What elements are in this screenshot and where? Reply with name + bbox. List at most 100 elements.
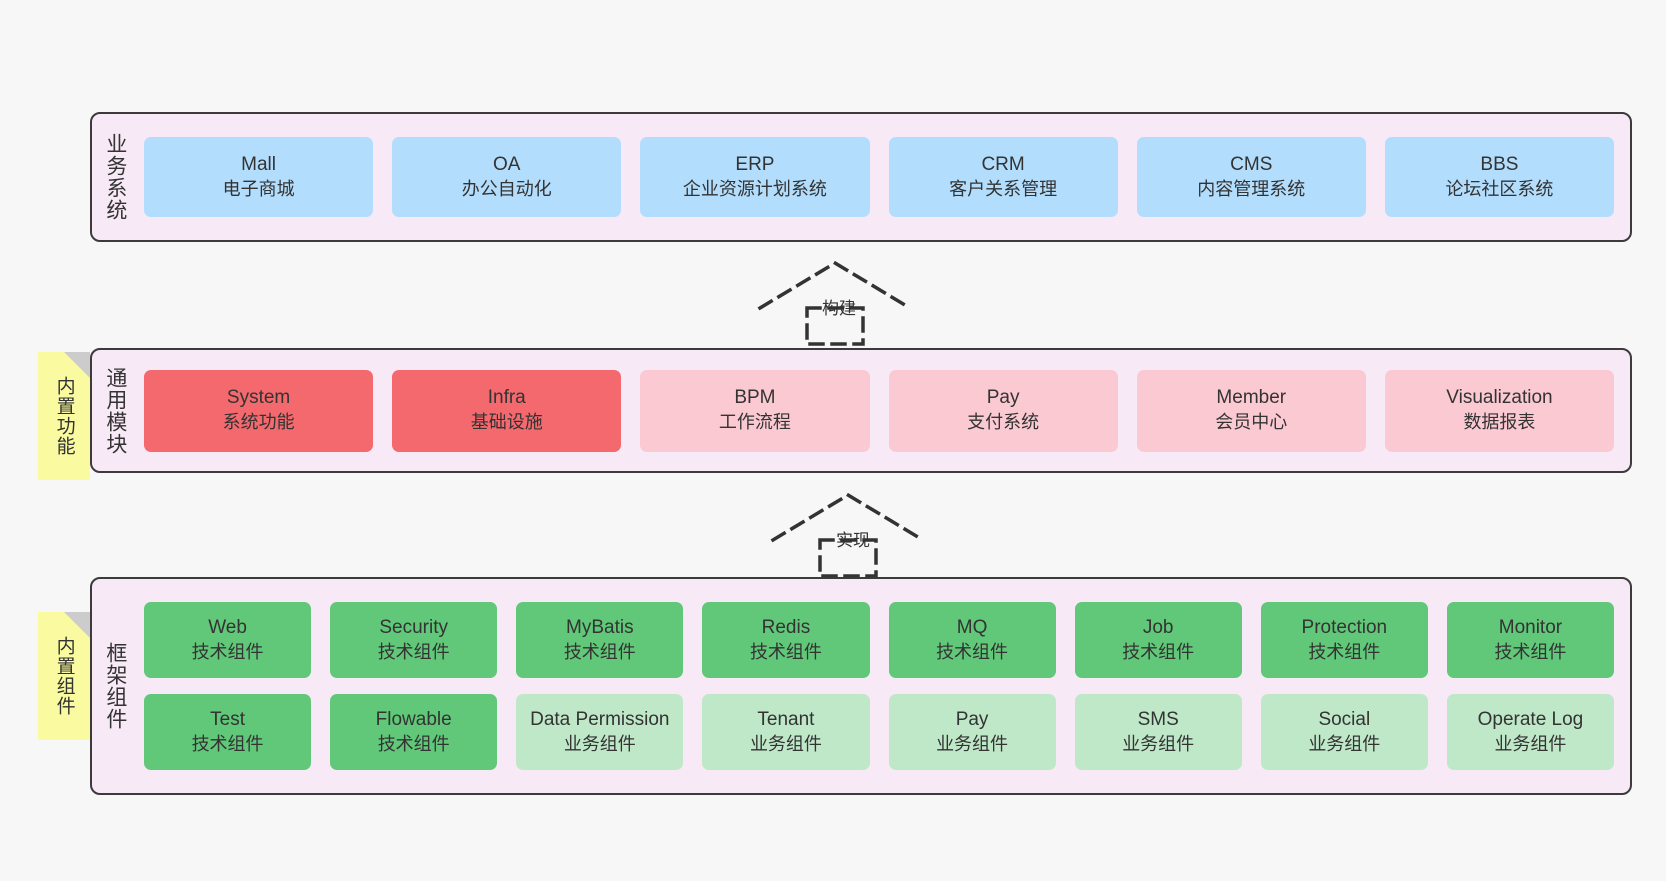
card-title: Social: [1318, 708, 1371, 730]
card-title: Flowable: [375, 708, 452, 730]
card-subtitle: 技术组件: [563, 641, 636, 662]
card-job[interactable]: Job 技术组件: [1074, 602, 1242, 678]
card-subtitle: 客户关系管理: [949, 178, 1058, 199]
layer-body-common-module: System 系统功能 Infra 基础设施 BPM 工作流程 Pay 支付系统…: [138, 350, 1630, 471]
card-bbs[interactable]: BBS 论坛社区系统: [1384, 137, 1615, 217]
card-title: Monitor: [1498, 616, 1563, 638]
page-fold-icon: [64, 612, 90, 638]
card-visualization[interactable]: Visualization 数据报表: [1384, 369, 1615, 452]
card-title: Visualization: [1446, 387, 1553, 409]
card-subtitle: 基础设施: [470, 412, 543, 433]
card-row: Web 技术组件 Security 技术组件 MyBatis 技术组件 Redi…: [144, 602, 1614, 678]
card-title: BPM: [734, 387, 776, 409]
card-tenant[interactable]: Tenant 业务组件: [702, 694, 870, 770]
card-subtitle: 内容管理系统: [1197, 178, 1306, 199]
card-subtitle: 办公自动化: [461, 178, 552, 199]
card-cms[interactable]: CMS 内容管理系统: [1136, 137, 1366, 217]
card-subtitle: 论坛社区系统: [1445, 178, 1554, 199]
card-title: Infra: [487, 387, 526, 409]
card-subtitle: 电子商城: [222, 178, 295, 199]
card-system[interactable]: System 系统功能: [144, 369, 374, 452]
layer-business-system: 业务系统 Mall 电子商城 OA 办公自动化 ERP 企业资源计划系统 CRM…: [90, 112, 1632, 242]
card-title: Protection: [1301, 616, 1388, 638]
card-title: Pay: [986, 387, 1020, 409]
card-subtitle: 业务组件: [1308, 733, 1381, 754]
card-title: Pay: [955, 708, 989, 730]
card-mall[interactable]: Mall 电子商城: [144, 137, 374, 217]
card-title: Mall: [241, 153, 276, 175]
card-title: CRM: [981, 153, 1025, 175]
card-monitor[interactable]: Monitor 技术组件: [1446, 602, 1614, 678]
card-title: BBS: [1480, 153, 1519, 175]
note-label: 内置功能: [53, 376, 75, 456]
card-sms[interactable]: SMS 业务组件: [1074, 694, 1242, 770]
card-pay-component[interactable]: Pay 业务组件: [888, 694, 1056, 770]
layer-framework-component: 框架组件 Web 技术组件 Security 技术组件 MyBatis 技术组件…: [90, 577, 1632, 795]
card-web[interactable]: Web 技术组件: [144, 602, 312, 678]
card-subtitle: 业务组件: [749, 733, 822, 754]
card-title: CMS: [1230, 153, 1273, 175]
connector-implement-label: 实现: [836, 531, 870, 550]
card-row: Test 技术组件 Flowable 技术组件 Data Permission …: [144, 694, 1614, 770]
card-protection[interactable]: Protection 技术组件: [1260, 602, 1428, 678]
layer-title-framework-component: 框架组件: [103, 642, 127, 730]
card-subtitle: 技术组件: [749, 641, 822, 662]
card-operate-log[interactable]: Operate Log 业务组件: [1446, 694, 1614, 770]
card-subtitle: 业务组件: [1122, 733, 1195, 754]
card-subtitle: 工作流程: [718, 412, 791, 433]
card-mq[interactable]: MQ 技术组件: [888, 602, 1056, 678]
card-subtitle: 业务组件: [563, 733, 636, 754]
card-flowable[interactable]: Flowable 技术组件: [330, 694, 498, 770]
note-builtin-features: 内置功能: [38, 352, 90, 480]
card-subtitle: 支付系统: [967, 412, 1040, 433]
card-security[interactable]: Security 技术组件: [330, 602, 498, 678]
card-crm[interactable]: CRM 客户关系管理: [888, 137, 1118, 217]
card-social[interactable]: Social 业务组件: [1260, 694, 1428, 770]
card-subtitle: 技术组件: [191, 733, 264, 754]
card-title: Operate Log: [1477, 708, 1584, 730]
card-row: Mall 电子商城 OA 办公自动化 ERP 企业资源计划系统 CRM 客户关系…: [144, 137, 1615, 217]
card-subtitle: 技术组件: [191, 641, 264, 662]
card-member[interactable]: Member 会员中心: [1136, 369, 1366, 452]
card-subtitle: 系统功能: [222, 412, 295, 433]
card-title: SMS: [1137, 708, 1179, 730]
layer-title-common-module: 通用模块: [103, 366, 127, 455]
card-subtitle: 技术组件: [1122, 641, 1195, 662]
card-redis[interactable]: Redis 技术组件: [702, 602, 870, 678]
note-label: 内置组件: [53, 636, 75, 716]
layer-common-module: 通用模块 System 系统功能 Infra 基础设施 BPM 工作流程 Pay…: [90, 348, 1632, 473]
card-subtitle: 技术组件: [377, 641, 450, 662]
card-title: MyBatis: [566, 616, 634, 638]
card-title: OA: [493, 153, 521, 175]
card-mybatis[interactable]: MyBatis 技术组件: [516, 602, 684, 678]
card-oa[interactable]: OA 办公自动化: [392, 137, 622, 217]
card-bpm[interactable]: BPM 工作流程: [640, 369, 870, 452]
card-title: ERP: [735, 153, 775, 175]
card-subtitle: 业务组件: [936, 733, 1009, 754]
layer-body-framework-component: Web 技术组件 Security 技术组件 MyBatis 技术组件 Redi…: [138, 579, 1630, 793]
note-builtin-components: 内置组件: [38, 612, 90, 740]
card-subtitle: 技术组件: [1494, 641, 1567, 662]
card-title: Redis: [761, 616, 811, 638]
card-subtitle: 数据报表: [1463, 412, 1536, 433]
card-pay-module[interactable]: Pay 支付系统: [888, 369, 1118, 452]
card-title: System: [226, 387, 291, 409]
card-title: Test: [210, 708, 245, 730]
card-subtitle: 企业资源计划系统: [682, 178, 827, 199]
page-fold-icon: [64, 352, 90, 378]
card-subtitle: 技术组件: [377, 733, 450, 754]
card-data-permission[interactable]: Data Permission 业务组件: [516, 694, 684, 770]
card-subtitle: 技术组件: [1308, 641, 1381, 662]
card-row: System 系统功能 Infra 基础设施 BPM 工作流程 Pay 支付系统…: [144, 369, 1615, 452]
card-test[interactable]: Test 技术组件: [144, 694, 312, 770]
layer-body-business-system: Mall 电子商城 OA 办公自动化 ERP 企业资源计划系统 CRM 客户关系…: [138, 114, 1630, 240]
card-subtitle: 技术组件: [936, 641, 1009, 662]
card-erp[interactable]: ERP 企业资源计划系统: [640, 137, 870, 217]
card-infra[interactable]: Infra 基础设施: [392, 369, 622, 452]
card-title: Job: [1142, 616, 1174, 638]
card-subtitle: 业务组件: [1494, 733, 1567, 754]
card-title: Tenant: [757, 708, 815, 730]
card-title: MQ: [956, 616, 988, 638]
layer-title-business-system: 业务系统: [103, 133, 127, 221]
